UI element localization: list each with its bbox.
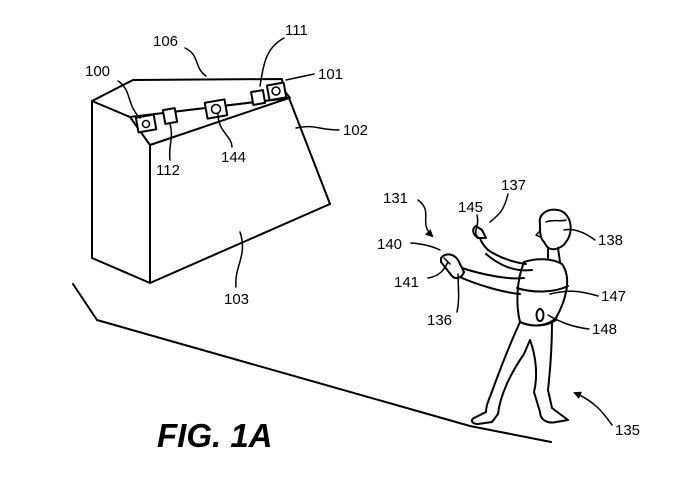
ref-131: 131 <box>383 190 408 207</box>
ref-138: 138 <box>598 232 623 249</box>
ref-144: 144 <box>221 149 246 166</box>
waist-device-148 <box>535 308 545 322</box>
ref-102: 102 <box>343 122 368 139</box>
control-101-icon <box>265 81 288 102</box>
ref-100: 100 <box>85 63 110 80</box>
ref-111: 111 <box>285 22 308 39</box>
figure-label: FIG. 1A <box>157 417 273 454</box>
display-cabinet <box>91 78 331 284</box>
ref-147: 147 <box>601 288 626 305</box>
hand-145 <box>472 225 487 239</box>
ref-101: 101 <box>318 66 343 83</box>
ref-137: 137 <box>501 177 526 194</box>
control-112-icon <box>161 107 179 125</box>
person-figure <box>440 208 572 425</box>
controller-136 <box>440 253 465 280</box>
person-belt-147 <box>516 285 569 293</box>
control-144-icon <box>203 98 229 120</box>
ref-140: 140 <box>377 236 402 253</box>
ref-106: 106 <box>153 33 178 50</box>
person-extended-arm <box>461 267 525 295</box>
person-torso <box>516 258 569 327</box>
ref-135: 135 <box>615 422 640 439</box>
ref-112: 112 <box>156 162 180 179</box>
leader-lines <box>117 37 613 426</box>
person-legs <box>470 321 569 425</box>
cabinet-left-face <box>91 100 151 284</box>
control-101-knob-icon <box>271 86 281 96</box>
ref-136: 136 <box>427 312 452 329</box>
control-100-knob-icon <box>141 119 151 129</box>
ref-141: 141 <box>394 274 419 291</box>
ref-103: 103 <box>224 291 249 308</box>
ref-145: 145 <box>458 199 483 216</box>
control-144-knob-icon <box>210 103 222 115</box>
floor-line <box>72 283 552 443</box>
control-100-icon <box>134 113 158 134</box>
person-raised-arm <box>479 237 533 272</box>
control-111-icon <box>250 89 267 106</box>
ref-148: 148 <box>592 321 617 338</box>
